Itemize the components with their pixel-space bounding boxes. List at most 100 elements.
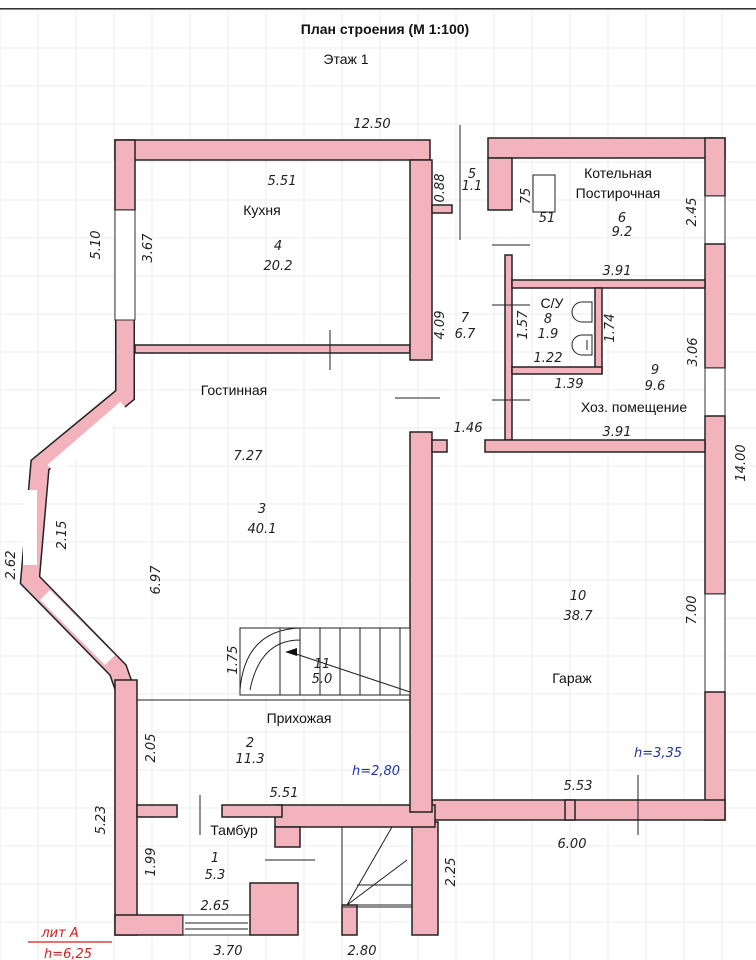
room-area-11: 5.0 [312,672,333,687]
door-marks [199,125,639,861]
room-num-3: 3 [258,502,266,517]
dim-r8-w2: 1.39 [555,377,584,392]
dim-hall-w: 5.51 [270,786,299,801]
dim-bay-inner: 2.15 [55,521,70,550]
wall-porch [274,826,301,848]
wall-corridor-right [504,254,513,441]
wall-kitchen-bottom [134,344,411,354]
room-name-wc: С/У [541,295,564,311]
dim-left-lower: 5.23 [94,806,109,835]
dim-vestibule-w: 2.65 [201,899,230,914]
dim-r6-w: 3.91 [603,264,632,279]
wall-right [704,243,726,369]
wall-porch-right [411,821,439,936]
dim-hall-h: 2.05 [144,734,159,763]
room-num-7: 7 [461,311,470,326]
wall-r6-bottom [511,279,706,289]
dim-bay-outer: 2.62 [4,551,19,580]
height-note-house: h=2,80 [352,764,400,779]
room-num-11: 11 [314,657,331,672]
wall-su-right [594,287,603,374]
room-num-10: 10 [570,589,587,604]
dim-porch-h: 2.25 [444,858,459,887]
wall-right [704,137,726,197]
dim-vestibule-h: 1.99 [144,848,159,877]
wall-garage-top [484,439,706,453]
room-num-8: 8 [544,312,552,327]
wall-corridor-bottom [431,439,448,453]
dim-r5-h: 0.88 [433,174,448,203]
wall-top-left [114,139,431,161]
room-name-boiler-1: Котельная [584,165,652,181]
room-num-6: 6 [618,211,626,226]
plan-title: План строения (М 1:100) [301,21,469,37]
dim-garage-h: 7.00 [685,596,700,625]
dim-stair-h: 1.75 [226,646,241,675]
wall-top-right [487,137,726,159]
dim-box-h: 75 [519,188,534,205]
room-area-7: 6.7 [455,327,476,342]
room-num-9: 9 [651,363,659,378]
wall-r5-r6 [487,157,513,211]
window-utility [704,367,726,417]
room-num-1: 1 [211,851,219,866]
toilet-fixtures [571,301,593,356]
dim-living-w: 7.27 [234,449,264,464]
wall-hall-bottom [221,804,283,818]
dim-r8-w: 1.22 [534,351,563,366]
wall-stair-stub [341,904,358,936]
lit-label: лит А [40,926,78,941]
dim-r7-h: 4.09 [433,311,448,340]
wall-left-kitchen [114,139,136,211]
bay-window [47,401,130,476]
page-top-border [0,8,756,10]
wall-garage-stub [564,799,576,821]
room-area-8: 1.9 [538,327,559,342]
wall-corridor-left [409,431,433,813]
wall-left-lower [114,679,138,936]
window-boiler [704,195,726,245]
dim-right: 14.00 [734,444,749,481]
room-name-garage: Гараж [552,670,592,686]
room-area-10: 38.7 [564,609,594,624]
wall-su-bottom [511,366,603,375]
lit-height: h=6,25 [44,947,92,960]
dim-r8-side: 1.74 [603,314,618,343]
dim-kitchen-w: 5.51 [268,174,297,189]
room-name-kitchen: Кухня [243,202,280,218]
dim-top: 12.50 [353,117,390,132]
room-name-vestibule: Тамбур [210,822,258,838]
room-num-4: 4 [274,239,282,254]
dim-garage-w: 5.53 [564,779,593,794]
dim-r9-h: 3.06 [686,338,701,367]
entry-step [182,914,251,936]
dim-r9-w: 3.91 [603,425,632,440]
room-area-1: 5.3 [205,868,226,883]
wall-bottom [114,914,184,936]
wall-right [704,415,726,595]
room-name-utility: Хоз. помещение [581,399,687,415]
wall-r5 [431,204,453,214]
room-area-4: 20.2 [264,259,293,274]
dim-bottom-mid: 2.80 [348,944,377,959]
dim-kitchen-window: 5.10 [89,231,104,260]
room-area-2: 11.3 [236,752,265,767]
room-area-3: 40.1 [248,522,277,537]
room-area-6: 9.2 [612,225,633,240]
porch-stairs [185,826,413,930]
wall-corridor-left [409,159,433,361]
room-area-9: 9.6 [645,379,666,394]
dim-r7-w: 1.46 [454,421,483,436]
dim-box-w: 51 [539,211,556,226]
wall-bottom [249,882,299,936]
room-name-boiler-2: Постирочная [576,185,661,201]
bay-window [40,590,115,665]
dim-living-h: 6.97 [149,565,164,595]
dim-kitchen-h: 3.67 [141,233,156,263]
room-num-5: 5 [468,167,476,182]
wall-hall-bottom [136,804,178,818]
dim-r8-h: 1.57 [516,310,531,340]
staircase [239,627,411,696]
room-name-hall: Прихожая [267,710,332,726]
